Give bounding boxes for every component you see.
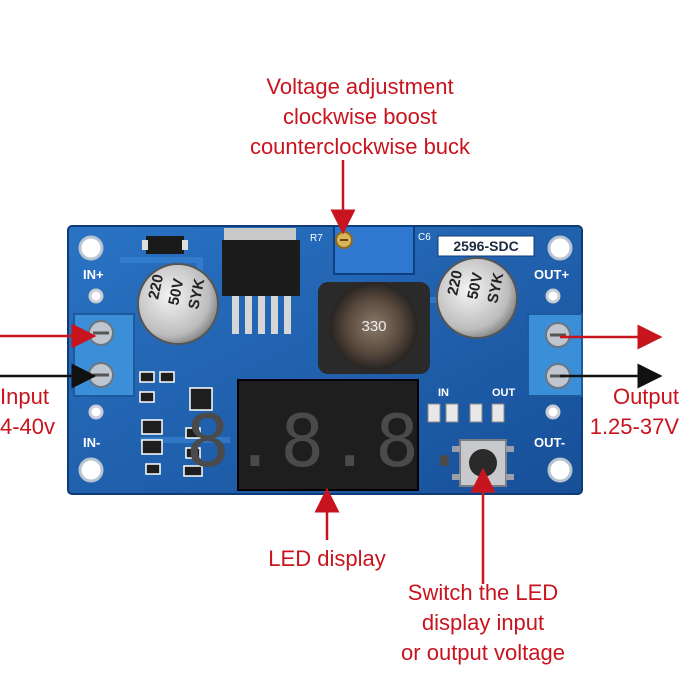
capacitor-left: 220 50V SYK (137, 263, 219, 345)
led-indicators (427, 403, 505, 423)
svg-text:SYK: SYK (484, 271, 507, 305)
led-in-label: IN (438, 387, 449, 399)
smd-components (139, 371, 213, 477)
input-annotation: Input 4-40v (0, 384, 56, 439)
svg-text:220: 220 (145, 273, 167, 301)
inductor-label: 330 (361, 318, 386, 335)
in-minus-label: IN- (83, 435, 100, 450)
out-plus-label: OUT+ (534, 267, 569, 282)
svg-text:SYK: SYK (185, 277, 208, 311)
output-terminal-block (527, 313, 583, 397)
c6-label: C6 (418, 232, 431, 243)
capacitor-right: 220 50V SYK (436, 257, 518, 339)
led-out-label: OUT (492, 387, 516, 399)
model-label: 2596-SDC (453, 238, 518, 254)
svg-text:50V: 50V (464, 271, 486, 301)
svg-text:220: 220 (444, 269, 466, 297)
input-terminal-block (73, 313, 135, 397)
switch-annotation: Switch the LED display input or output v… (401, 580, 565, 665)
svg-text:50V: 50V (165, 277, 187, 307)
led-display-annotation: LED display (268, 546, 386, 571)
inductor: 330 (318, 282, 430, 374)
potentiometer (333, 225, 415, 275)
out-minus-label: OUT- (534, 435, 565, 450)
r7-label: R7 (310, 233, 323, 244)
led-display-digits: 8.8.8. (186, 399, 470, 483)
voltage-adjustment-annotation: Voltage adjustment clockwise boost count… (249, 74, 471, 159)
output-annotation: Output 1.25-37V (589, 384, 679, 439)
in-plus-label: IN+ (83, 267, 104, 282)
regulator-ic (222, 228, 300, 334)
smd-diode (146, 236, 184, 254)
